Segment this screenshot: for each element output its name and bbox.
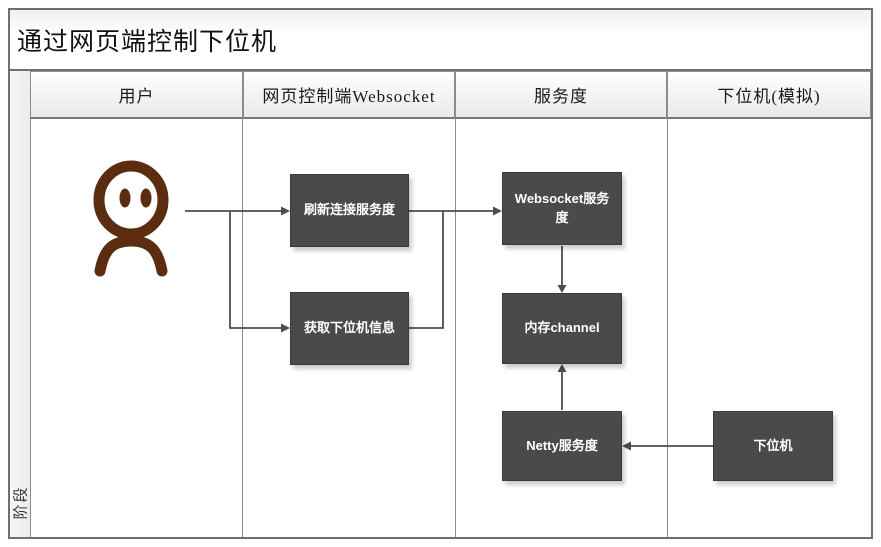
lane-header-web-websocket-label: 网页控制端Websocket	[262, 87, 436, 106]
lane-header-server-label: 服务度	[534, 87, 588, 106]
lane-header-web-websocket: 网页控制端Websocket	[243, 71, 455, 119]
node-memory-channel: 内存channel	[502, 293, 622, 364]
lane-header-user: 用户	[30, 71, 243, 119]
title-band: 通过网页端控制下位机	[10, 10, 871, 71]
node-channel-label: 内存channel	[524, 320, 600, 336]
lane-separator-3	[667, 119, 668, 537]
node-netty-label: Netty服务度	[526, 437, 598, 453]
node-lower-device: 下位机	[713, 411, 833, 481]
node-refresh-connect-service: 刷新连接服务度	[290, 174, 409, 247]
node-netty-service: Netty服务度	[502, 411, 622, 481]
phase-strip: 阶段	[10, 71, 31, 537]
node-websocket-label: Websocket服务度	[514, 190, 610, 225]
node-fetch-label: 获取下位机信息	[303, 320, 395, 336]
lane-separator-1	[242, 119, 243, 537]
lane-header-user-label: 用户	[118, 87, 155, 106]
node-fetch-device-info: 获取下位机信息	[290, 292, 409, 365]
lane-header-server: 服务度	[455, 71, 667, 119]
node-refresh-label: 刷新连接服务度	[303, 202, 395, 218]
lane-separator-2	[455, 119, 456, 537]
phase-label: 阶段	[13, 485, 30, 520]
lane-header-device-sim-label: 下位机(模拟)	[717, 87, 821, 106]
node-device-label: 下位机	[753, 437, 793, 453]
lane-header-device-sim: 下位机(模拟)	[667, 71, 871, 119]
diagram-title: 通过网页端控制下位机	[17, 28, 278, 56]
node-websocket-service: Websocket服务度	[502, 172, 622, 245]
